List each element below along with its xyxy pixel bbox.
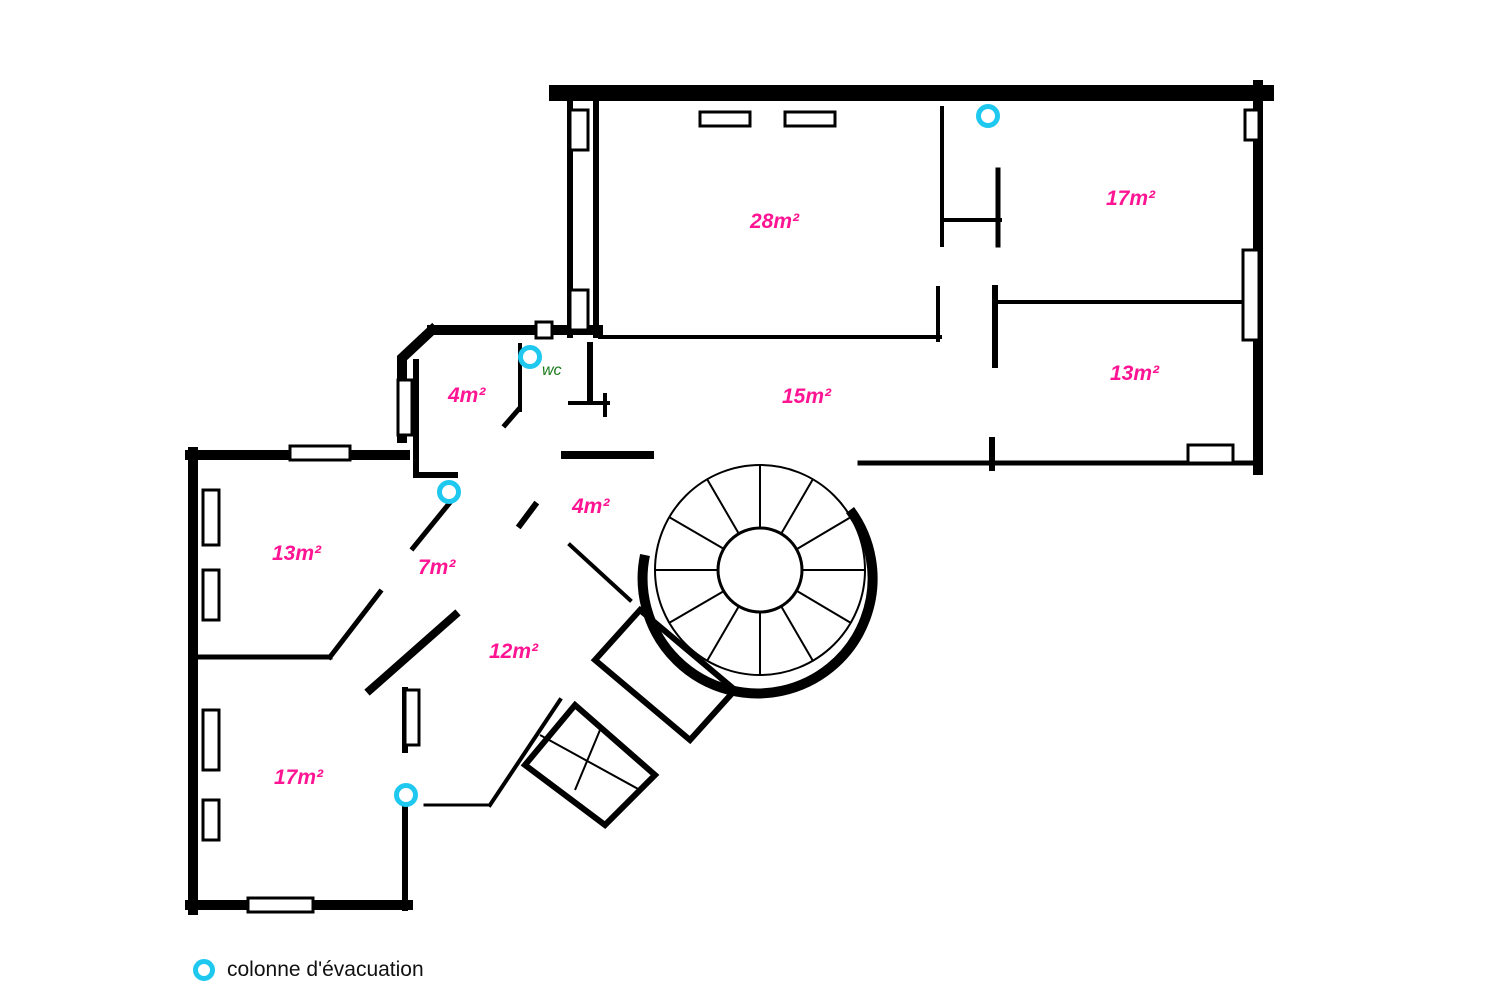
room-label-bedroom-sw: 17m² (274, 766, 324, 789)
legend-label: colonne d'évacuation (227, 958, 424, 981)
drain-column-marker (976, 104, 1000, 128)
room-label-bedroom-e: 13m² (1110, 362, 1160, 385)
walls (185, 80, 1274, 915)
room-label-corridor: 7m² (418, 556, 456, 579)
room-label-bedroom-w: 13m² (272, 542, 322, 565)
drain-column-marker (437, 480, 461, 504)
room-label-bedroom-ne: 17m² (1106, 187, 1156, 210)
drain-column-marker (394, 783, 418, 807)
legend: colonne d'évacuation (193, 958, 424, 982)
legend-marker-icon (193, 959, 215, 981)
drain-column-marker (518, 345, 542, 369)
room-label-entrance: 12m² (489, 640, 539, 663)
room-label-hall-main: 15m² (782, 385, 832, 408)
wc-label: wc (542, 362, 562, 379)
room-label-closet-n: 4m² (448, 384, 486, 407)
room-label-closet-s: 4m² (572, 495, 610, 518)
room-label-living: 28m² (750, 210, 800, 233)
windows (201, 108, 1261, 914)
spiral-staircase (539, 464, 878, 791)
